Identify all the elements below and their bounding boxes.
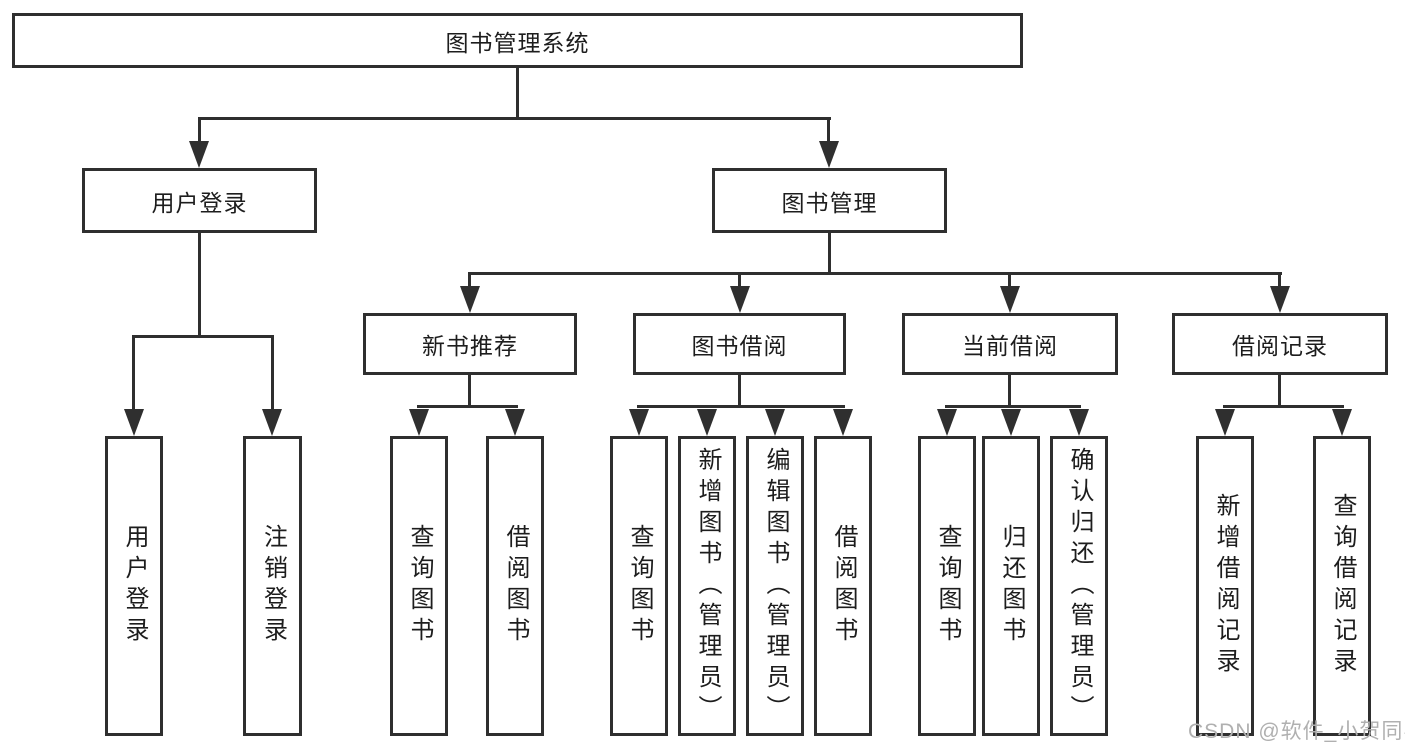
arrow-down-icon	[697, 409, 717, 436]
csdn-watermark: CSDN @软件_小贺同学	[1188, 715, 1405, 745]
node-library-system: 图书管理系统	[12, 13, 1023, 68]
node-current-borrowing: 当前借阅	[902, 313, 1118, 375]
connector-line	[271, 337, 274, 412]
node-user-login: 用户登录	[82, 168, 317, 233]
connector-line	[468, 272, 1282, 275]
node-add-books-admin-label: 新增图书（管理员）	[694, 446, 721, 726]
connector-line	[198, 119, 201, 145]
node-return-books: 归还图书	[982, 436, 1040, 736]
node-query-books-recommend-label: 查询图书	[406, 524, 433, 648]
arrow-down-icon	[189, 141, 209, 168]
arrow-down-icon	[505, 409, 525, 436]
node-query-books-borrowing: 查询图书	[610, 436, 668, 736]
connector-line	[1278, 274, 1281, 288]
node-borrow-records: 借阅记录	[1172, 313, 1388, 375]
arrow-down-icon	[1332, 409, 1352, 436]
node-query-books-borrowing-label: 查询图书	[626, 524, 653, 648]
arrow-down-icon	[409, 409, 429, 436]
arrow-down-icon	[1069, 409, 1089, 436]
arrow-down-icon	[262, 409, 282, 436]
arrow-down-icon	[833, 409, 853, 436]
node-borrow-records-label: 借阅记录	[1232, 333, 1328, 359]
node-return-books-label: 归还图书	[998, 524, 1025, 648]
node-new-book-recommend: 新书推荐	[363, 313, 577, 375]
node-new-book-recommend-label: 新书推荐	[422, 333, 518, 359]
connector-line	[1278, 373, 1281, 408]
node-user-login-leaf-label: 用户登录	[121, 524, 148, 648]
node-book-borrowing: 图书借阅	[633, 313, 846, 375]
node-query-books-current: 查询图书	[918, 436, 976, 736]
node-query-borrow-record: 查询借阅记录	[1313, 436, 1371, 736]
node-book-management-label: 图书管理	[781, 189, 878, 216]
node-logout-leaf-label: 注销登录	[259, 524, 287, 648]
connector-line	[132, 335, 274, 338]
node-book-management: 图书管理	[712, 168, 947, 233]
connector-line	[827, 119, 830, 145]
arrow-down-icon	[1215, 409, 1235, 436]
node-add-books-admin: 新增图书（管理员）	[678, 436, 736, 736]
node-edit-books-admin: 编辑图书（管理员）	[746, 436, 804, 736]
arrow-down-icon	[1000, 286, 1020, 313]
node-user-login-leaf: 用户登录	[105, 436, 163, 736]
arrow-down-icon	[937, 409, 957, 436]
node-borrow-books-leaf-label: 借阅图书	[830, 524, 857, 648]
arrow-down-icon	[765, 409, 785, 436]
connector-line	[417, 405, 518, 408]
node-query-borrow-record-label: 查询借阅记录	[1329, 493, 1356, 679]
connector-line	[468, 274, 471, 288]
node-edit-books-admin-label: 编辑图书（管理员）	[762, 446, 789, 726]
connector-line	[1008, 274, 1011, 288]
node-add-borrow-record: 新增借阅记录	[1196, 436, 1254, 736]
connector-line	[198, 232, 201, 338]
node-query-books-current-label: 查询图书	[934, 524, 961, 648]
connector-line	[1008, 373, 1011, 408]
arrow-down-icon	[730, 286, 750, 313]
connector-line	[516, 67, 519, 120]
arrow-down-icon	[460, 286, 480, 313]
csdn-watermark-text: CSDN @软件_小贺同学	[1188, 720, 1405, 743]
node-logout-leaf: 注销登录	[243, 436, 302, 736]
node-current-borrowing-label: 当前借阅	[962, 333, 1058, 359]
arrow-down-icon	[1001, 409, 1021, 436]
connector-line	[637, 405, 845, 408]
arrow-down-icon	[629, 409, 649, 436]
node-add-borrow-record-label: 新增借阅记录	[1212, 493, 1239, 679]
node-borrow-books-leaf: 借阅图书	[814, 436, 872, 736]
connector-line	[738, 274, 741, 288]
node-confirm-return-admin-label: 确认归还（管理员）	[1066, 446, 1093, 726]
node-user-login-label: 用户登录	[151, 189, 248, 216]
node-borrow-books-recommend-label: 借阅图书	[502, 524, 529, 648]
connector-line	[945, 405, 1081, 408]
connector-line	[198, 117, 831, 120]
connector-line	[1223, 405, 1344, 408]
connector-line	[828, 232, 831, 275]
node-confirm-return-admin: 确认归还（管理员）	[1050, 436, 1108, 736]
arrow-down-icon	[1270, 286, 1290, 313]
connector-line	[738, 373, 741, 408]
connector-line	[132, 337, 135, 412]
arrow-down-icon	[819, 141, 839, 168]
node-borrow-books-recommend: 借阅图书	[486, 436, 544, 736]
node-library-system-label: 图书管理系统	[445, 29, 590, 56]
node-book-borrowing-label: 图书借阅	[691, 333, 788, 359]
arrow-down-icon	[124, 409, 144, 436]
connector-line	[468, 373, 471, 408]
node-query-books-recommend: 查询图书	[390, 436, 448, 736]
